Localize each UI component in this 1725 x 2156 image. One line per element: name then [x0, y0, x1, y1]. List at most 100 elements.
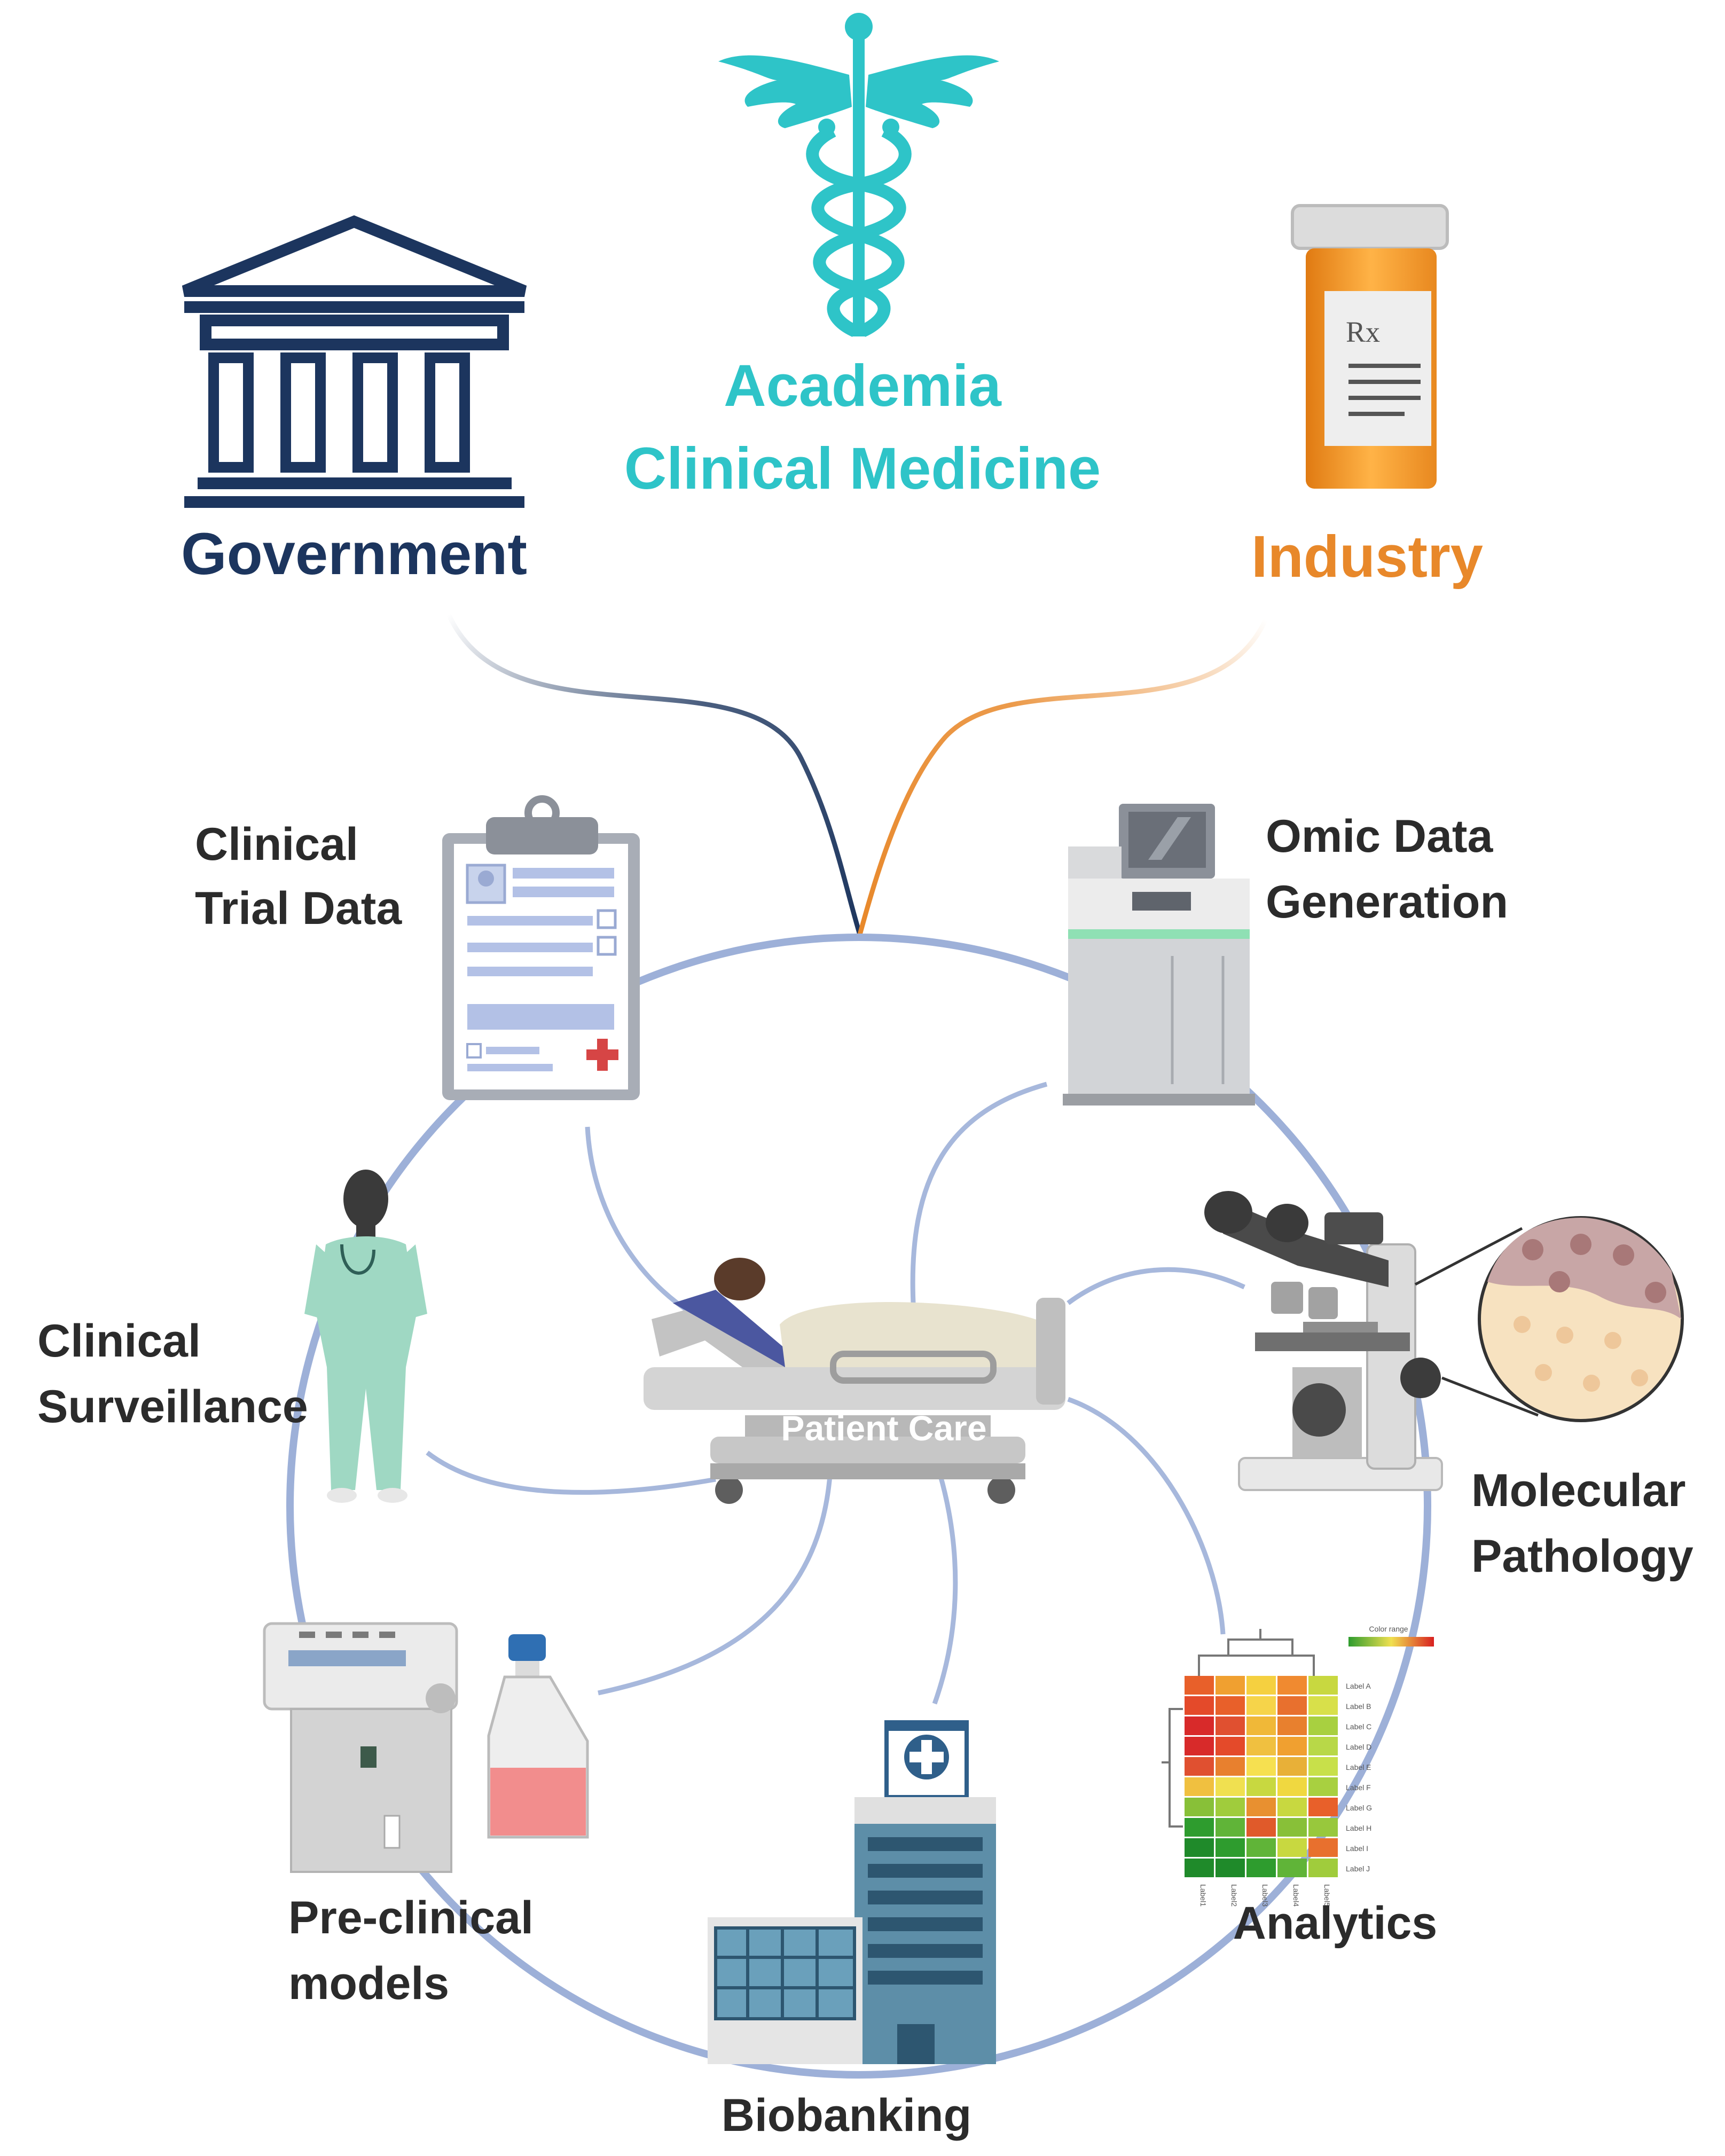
spoke-omic [910, 1081, 1048, 1304]
heatmap-cell [1246, 1859, 1276, 1877]
molecular-label-line1: Molecular [1471, 1465, 1685, 1516]
heatmap-cell [1185, 1676, 1214, 1695]
heatmap-cell [1277, 1737, 1307, 1755]
patient-bed-icon [644, 1258, 1065, 1504]
heatmap-col-label: Label3 [1261, 1884, 1269, 1907]
heatmap-cell [1308, 1737, 1338, 1755]
heatmap-cell [1216, 1696, 1245, 1715]
collaboration-ring [286, 934, 1431, 2079]
heatmap-cell [1185, 1696, 1214, 1715]
heatmap-cell [1308, 1777, 1338, 1796]
heatmap-row-label: Label F [1346, 1783, 1371, 1792]
surveillance-label-line2: Surveillance [37, 1381, 308, 1432]
spoke-preclinical [598, 1468, 833, 1696]
heatmap-cell [1185, 1777, 1214, 1796]
clinical-medicine-label: Clinical Medicine [624, 436, 1101, 501]
heatmap-row-label: Label E [1346, 1763, 1371, 1771]
clinical-trial-label-line2: Trial Data [195, 883, 402, 934]
industry-connector [857, 618, 1268, 936]
surveillance-label-line1: Clinical [37, 1315, 201, 1367]
academia-label: Academia [724, 353, 1002, 419]
heatmap-cell [1277, 1859, 1307, 1877]
heatmap-cell [1216, 1798, 1245, 1816]
heatmap-cell [1216, 1859, 1245, 1877]
heatmap-cell [1308, 1859, 1338, 1877]
bottle-label-text: Rx [1346, 316, 1380, 348]
heatmap-col-label: Label1 [1199, 1884, 1207, 1907]
heatmap-cell [1216, 1777, 1245, 1796]
clipboard-icon [442, 795, 640, 1100]
sequencer-icon [1063, 804, 1255, 1106]
heatmap-cell [1246, 1798, 1276, 1816]
microscope-icon [1204, 1191, 1443, 1491]
clinician-icon [304, 1170, 427, 1503]
spoke-surveillance [426, 1451, 716, 1495]
heatmap-cell [1246, 1696, 1276, 1715]
heatmap-cell [1277, 1798, 1307, 1816]
heatmap-cell [1277, 1757, 1307, 1776]
heatmap-row-label: Label G [1346, 1804, 1372, 1812]
heatmap-cell [1277, 1838, 1307, 1857]
heatmap-cell [1185, 1737, 1214, 1755]
heatmap-cell [1277, 1696, 1307, 1715]
analytics-label: Analytics [1233, 1898, 1437, 1949]
heatmap-col-label: Label2 [1230, 1884, 1238, 1907]
columned-building-icon [182, 215, 527, 508]
heatmap-row-label: Label H [1346, 1824, 1371, 1832]
spoke-biobanking [932, 1473, 958, 1705]
patient-care-label: Patient Care [781, 1408, 986, 1448]
heatmap-cell [1216, 1676, 1245, 1695]
heatmap-cell [1277, 1777, 1307, 1796]
heatmap-dendrogram [1162, 1629, 1315, 1828]
heatmap-row-label: Label D [1346, 1743, 1371, 1751]
caduceus-icon [718, 13, 999, 337]
heatmap-row-label: Label C [1346, 1722, 1371, 1731]
heatmap-row-label: Label J [1346, 1864, 1370, 1873]
heatmap-cell [1308, 1676, 1338, 1695]
omic-label-line2: Generation [1266, 876, 1508, 928]
heatmap-legend-title: Color range [1369, 1625, 1408, 1633]
government-label: Government [181, 521, 527, 587]
industry-label: Industry [1251, 524, 1483, 590]
heatmap-cell [1185, 1798, 1214, 1816]
heatmap-cell [1277, 1716, 1307, 1735]
heatmap-cell [1246, 1818, 1276, 1837]
heatmap-cell [1277, 1676, 1307, 1695]
heatmap-cell [1246, 1838, 1276, 1857]
hospital-building-icon [708, 1720, 996, 2064]
heatmap-cell [1216, 1838, 1245, 1857]
heatmap-legend-bar [1348, 1637, 1434, 1647]
heatmap-cell [1308, 1818, 1338, 1837]
heatmap-cell [1185, 1859, 1214, 1877]
heatmap-col-label: Label4 [1292, 1884, 1300, 1907]
spoke-molecular [1067, 1267, 1245, 1305]
heatmap-cell [1185, 1818, 1214, 1837]
biobanking-label: Biobanking [722, 2090, 971, 2141]
prescription-bottle-icon: Rx [1291, 204, 1449, 489]
heatmap-cell [1277, 1818, 1307, 1837]
preclinical-label-line2: models [288, 1958, 449, 2009]
heatmap-cell [1185, 1716, 1214, 1735]
cryostat-flask-icon [263, 1622, 589, 1873]
omic-label-line1: Omic Data [1266, 811, 1494, 862]
heatmap-cell [1246, 1676, 1276, 1695]
molecular-label-line2: Pathology [1471, 1531, 1693, 1582]
heatmap-cell [1308, 1757, 1338, 1776]
clinical-trial-label-line1: Clinical [195, 819, 358, 870]
heatmap-cell [1308, 1716, 1338, 1735]
heatmap-row-label: Label B [1346, 1702, 1371, 1711]
heatmap-cell [1216, 1818, 1245, 1837]
heatmap-cell [1185, 1757, 1214, 1776]
spoke-analytics [1067, 1397, 1226, 1635]
heatmap-row-label: Label I [1346, 1844, 1368, 1853]
heatmap-cell [1246, 1716, 1276, 1735]
heatmap-cell [1246, 1757, 1276, 1776]
heatmap-cells [1185, 1676, 1338, 1877]
heatmap-cell [1216, 1716, 1245, 1735]
heatmap-cell [1216, 1757, 1245, 1776]
heatmap-cell [1308, 1838, 1338, 1857]
